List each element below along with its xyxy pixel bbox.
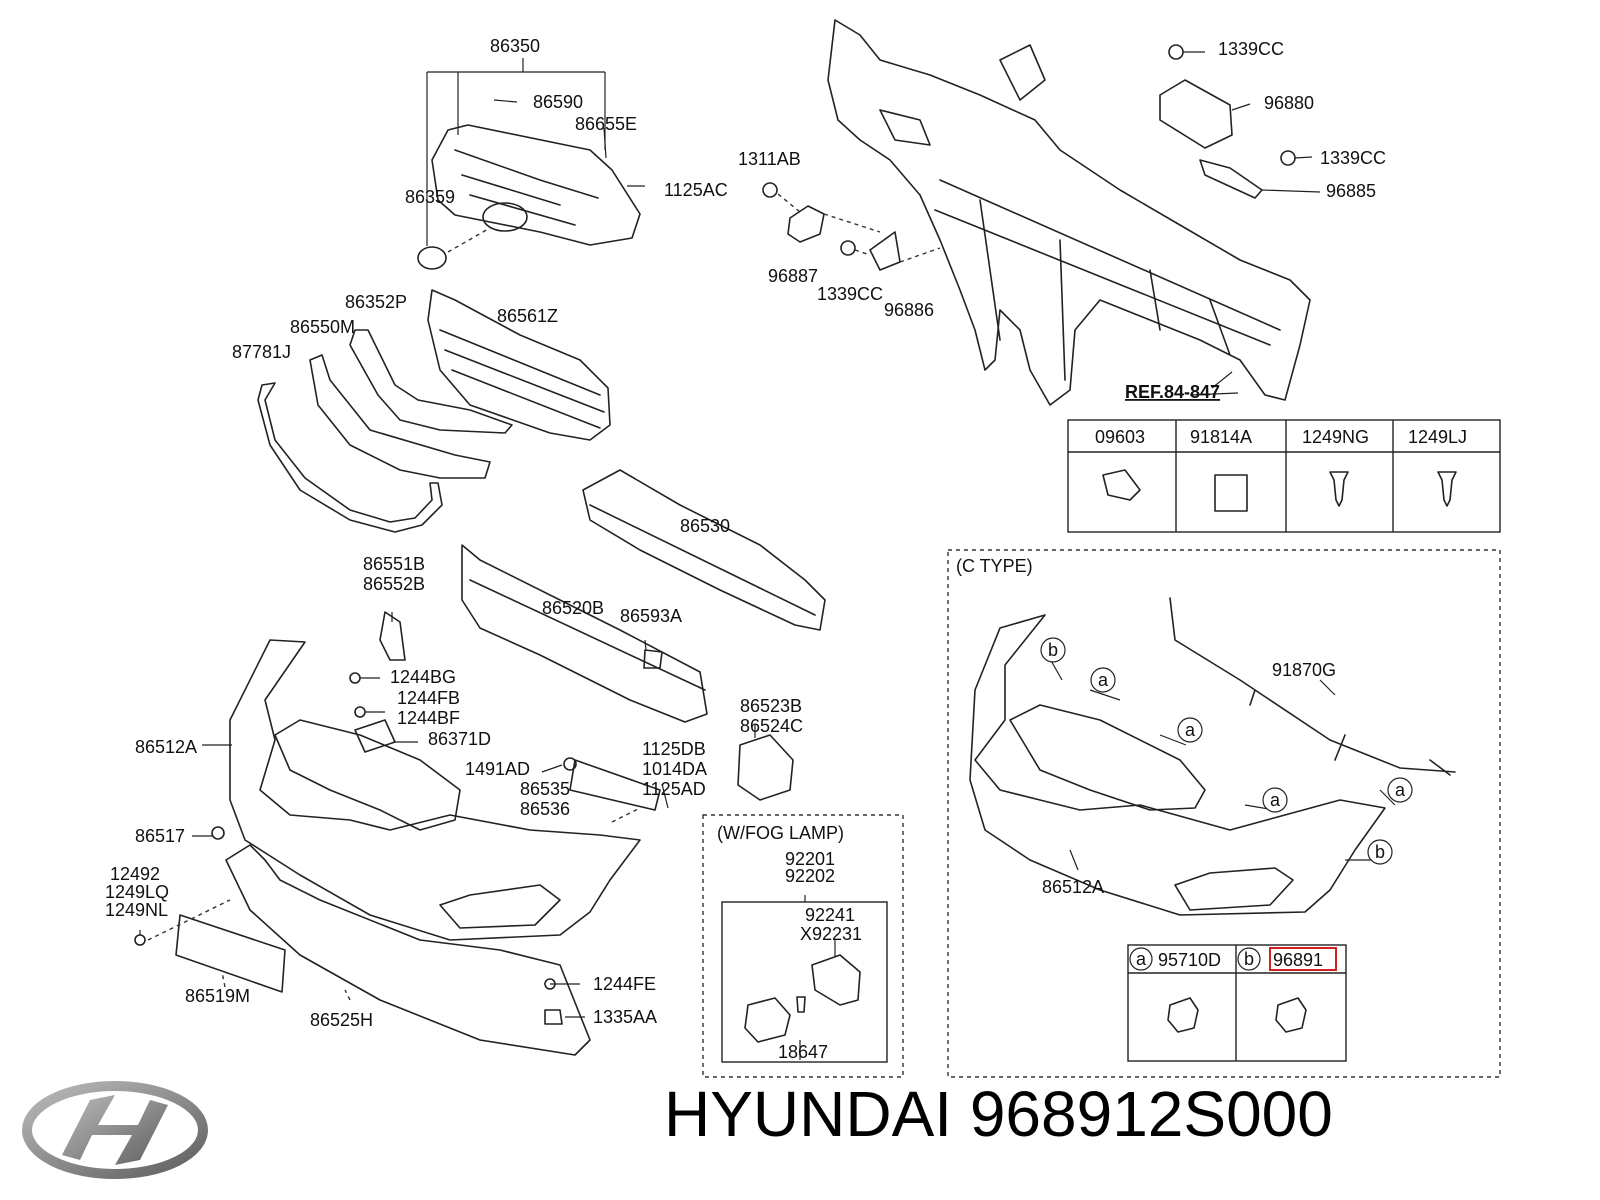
hyundai-logo-icon [22, 1081, 208, 1179]
part-label: (C TYPE) [956, 556, 1033, 576]
callout-marker: b [1048, 640, 1058, 660]
part-label: 86352P [345, 292, 407, 312]
part-label: 96886 [884, 300, 934, 320]
part-label: 1339CC [1218, 39, 1284, 59]
part-label: 91870G [1272, 660, 1336, 680]
grille-inner-parts [257, 289, 611, 533]
sensor-marker: a [1136, 949, 1147, 969]
part-label: 96880 [1264, 93, 1314, 113]
part-label: 1125AC [664, 180, 728, 200]
part-label: 92201 [785, 849, 835, 869]
part-label: 1244FE [593, 974, 656, 994]
brand-caption: HYUNDAI 968912S000 [664, 1082, 1333, 1146]
part-label: 86552B [363, 574, 425, 594]
part-label: 18647 [778, 1042, 828, 1062]
callout-marker: a [1270, 790, 1281, 810]
part-label: 1244BF [397, 708, 460, 728]
part-label: 86550M [290, 317, 355, 337]
part-label: 1311AB [738, 149, 801, 169]
part-label: 1125AD [642, 779, 706, 799]
fastener-table-header: 09603 [1095, 427, 1145, 447]
fastener-table-header: 91814A [1190, 427, 1252, 447]
fastener-table-header: 1249LJ [1408, 427, 1467, 447]
part-label: 86536 [520, 799, 570, 819]
part-label: 1244BG [390, 667, 456, 687]
part-label: 86359 [405, 187, 455, 207]
callout-marker: a [1098, 670, 1109, 690]
part-label: 86655E [575, 114, 637, 134]
grille-assembly [417, 58, 645, 270]
fastener-table [1067, 419, 1501, 533]
sensor-marker: b [1244, 949, 1254, 969]
fastener-table-header: 1249NG [1302, 427, 1369, 447]
part-label: 92241 [805, 905, 855, 925]
part-label: (W/FOG LAMP) [717, 823, 844, 843]
callout-marker: a [1185, 720, 1196, 740]
part-label: 1339CC [817, 284, 883, 304]
c-type-box [947, 549, 1501, 1078]
part-label: 86350 [490, 36, 540, 56]
sensor-part-number: 96891 [1273, 950, 1323, 970]
part-label: X92231 [800, 924, 862, 944]
part-label: 87781J [232, 342, 291, 362]
part-label: 86371D [428, 729, 491, 749]
part-label: 86593A [620, 606, 682, 626]
bracket-parts [762, 44, 1321, 271]
callout-marker: b [1375, 842, 1385, 862]
part-label: 86520B [542, 598, 604, 618]
part-label: 86530 [680, 516, 730, 536]
part-label: 1339CC [1320, 148, 1386, 168]
part-label: 96887 [768, 266, 818, 286]
part-label: 86590 [533, 92, 583, 112]
part-label: 86535 [520, 779, 570, 799]
part-label: 1125DB [642, 739, 706, 759]
part-label: 1249LQ [105, 882, 169, 902]
part-label: REF.84-847 [1125, 382, 1220, 402]
part-number: 968912S000 [969, 1078, 1333, 1150]
part-label: 12492 [110, 864, 160, 884]
part-label: 86519M [185, 986, 250, 1006]
cross-member-assembly [827, 19, 1311, 406]
part-label: 86551B [363, 554, 425, 574]
part-label: 96885 [1326, 181, 1376, 201]
highlight-box [1269, 947, 1337, 971]
part-label: 86512A [1042, 877, 1104, 897]
part-label: 86523B [740, 696, 802, 716]
brand-name: HYUNDAI [664, 1078, 953, 1150]
fog-lamp-box [702, 814, 904, 1078]
sensor-table [1127, 944, 1347, 1062]
part-label: 1335AA [593, 1007, 657, 1027]
part-label: 86561Z [497, 306, 558, 326]
part-label: 1014DA [642, 759, 707, 779]
bumper-beam [461, 469, 826, 723]
part-label: 86517 [135, 826, 185, 846]
part-label: 1249NL [105, 900, 168, 920]
part-label: 86512A [135, 737, 197, 757]
front-bumper-cover [134, 611, 794, 1056]
part-label: 86525H [310, 1010, 373, 1030]
part-label: 1491AD [465, 759, 530, 779]
part-label: 1244FB [397, 688, 460, 708]
part-label: 86524C [740, 716, 803, 736]
part-label: 92202 [785, 866, 835, 886]
sensor-part-number: 95710D [1158, 950, 1221, 970]
table-labels: 09603 91814A 1249NG 1249LJ a 95710D b 96891 b a a a… [1048, 427, 1467, 970]
callout-marker: a [1395, 780, 1406, 800]
